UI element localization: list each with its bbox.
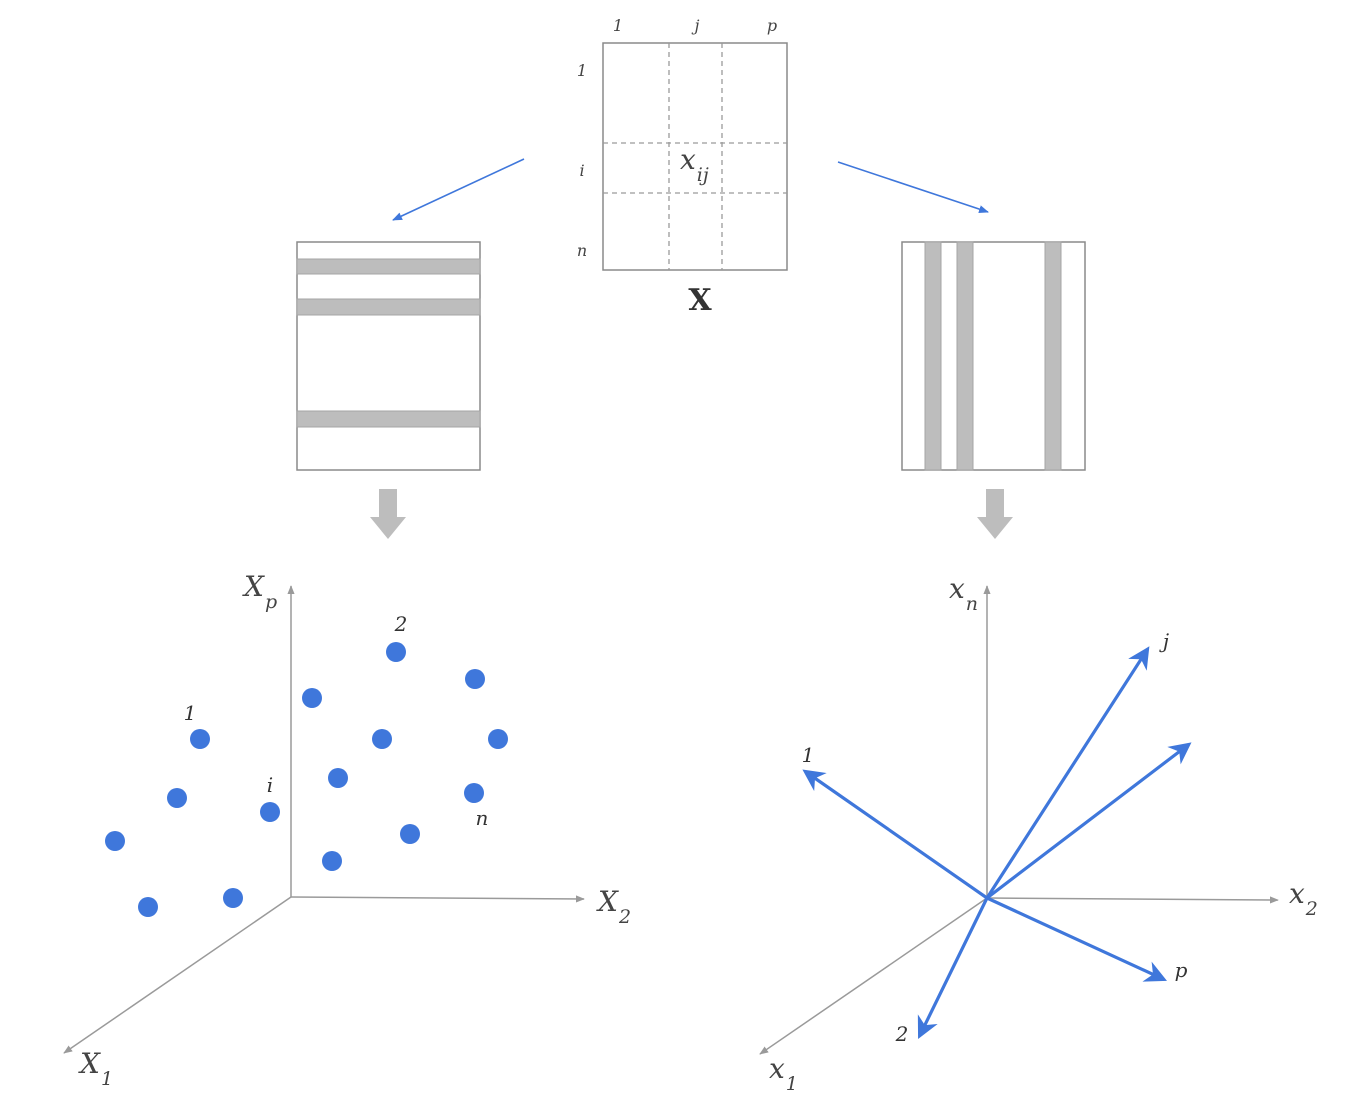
- axis-label-horizontal: X2: [596, 885, 631, 928]
- point-label-n: n: [476, 806, 489, 830]
- axis-label-depth: x1: [769, 1052, 798, 1095]
- axis-label-vertical-base: x: [949, 572, 965, 605]
- point-label-i: i: [267, 773, 273, 797]
- individual-point: [105, 831, 125, 851]
- down-arrow-icon: [370, 489, 406, 539]
- matrix-outline: [602, 42, 788, 271]
- variable-vector-1: [802, 769, 989, 900]
- variable-vector-2: [917, 896, 989, 1039]
- axis-label-vertical-sub: p: [265, 591, 277, 613]
- axis-label-depth-base: X: [78, 1047, 101, 1080]
- matrix-element-subscript: ij: [697, 164, 709, 186]
- axis-label-horizontal: x2: [1289, 877, 1318, 920]
- matrix-element-base: x: [680, 143, 696, 176]
- axis-depth: [63, 896, 292, 1054]
- point-label-2: 2: [394, 612, 408, 636]
- axis-label-vertical-base: X: [242, 570, 265, 603]
- point-label-1: 1: [184, 701, 197, 725]
- individual-point: [223, 888, 243, 908]
- row-label-i: i: [579, 161, 584, 180]
- axis-label-horizontal-base: X: [596, 885, 619, 918]
- axis-label-vertical: xn: [949, 572, 978, 615]
- individual-point: [260, 802, 280, 822]
- individual-points: [105, 642, 508, 917]
- axis-label-horizontal-sub: 2: [618, 906, 631, 928]
- vector-label-p: p: [1175, 958, 1188, 982]
- row-matrix-outline: [296, 241, 481, 471]
- column-space-plot: xn x2 x1 j 1 p 2: [759, 572, 1318, 1095]
- vector-label-j: j: [1159, 629, 1169, 653]
- arrow-to-rows: [392, 158, 525, 221]
- selected-column-band: [924, 241, 942, 471]
- column-label-p: p: [767, 16, 777, 35]
- row-label-1: 1: [577, 61, 587, 80]
- data-matrix: 1 j p 1 i n xij X: [577, 16, 788, 318]
- row-label-n: n: [577, 241, 587, 260]
- individual-point: [488, 729, 508, 749]
- matrix-element-label: xij: [680, 143, 709, 186]
- column-label-1: 1: [613, 16, 623, 35]
- axis-label-horizontal-base: x: [1289, 877, 1305, 910]
- variable-vector-j: [985, 646, 1150, 900]
- individual-point: [400, 824, 420, 844]
- individual-point: [465, 669, 485, 689]
- axis-label-vertical-sub: n: [966, 593, 978, 615]
- column-selection-matrix: [901, 241, 1086, 471]
- individual-point: [464, 783, 484, 803]
- individual-point: [328, 768, 348, 788]
- row-space-plot: Xp X2 X1 1 2 i n: [63, 570, 631, 1090]
- axis-label-depth-base: x: [769, 1052, 785, 1085]
- axis-label-depth-sub: 1: [786, 1073, 798, 1095]
- individual-point: [138, 897, 158, 917]
- down-arrow-icon: [977, 489, 1013, 539]
- axis-label-horizontal-sub: 2: [1305, 898, 1318, 920]
- individual-point: [322, 851, 342, 871]
- column-label-j: j: [692, 16, 700, 35]
- variable-vectors: [802, 646, 1192, 1039]
- axis-horizontal: [986, 896, 1279, 904]
- selected-row-band: [296, 298, 481, 316]
- matrix-name: X: [688, 283, 712, 318]
- vector-label-2: 2: [895, 1022, 909, 1046]
- selected-row-band: [296, 258, 481, 275]
- individual-point: [386, 642, 406, 662]
- selected-column-band: [1044, 241, 1062, 471]
- axis-depth: [759, 897, 988, 1055]
- arrow-to-columns: [837, 161, 989, 213]
- individual-point: [302, 688, 322, 708]
- vector-label-1: 1: [802, 743, 815, 767]
- axis-label-vertical: Xp: [242, 570, 277, 613]
- axis-label-depth-sub: 1: [101, 1068, 113, 1090]
- variable-vector-p: [985, 896, 1167, 982]
- individual-point: [167, 788, 187, 808]
- variable-vector: [985, 742, 1192, 900]
- individual-point: [190, 729, 210, 749]
- selected-row-band: [296, 410, 481, 428]
- individual-point: [372, 729, 392, 749]
- axis-horizontal: [290, 895, 585, 903]
- axis-label-depth: X1: [78, 1047, 113, 1090]
- selected-column-band: [956, 241, 974, 471]
- row-selection-matrix: [296, 241, 481, 471]
